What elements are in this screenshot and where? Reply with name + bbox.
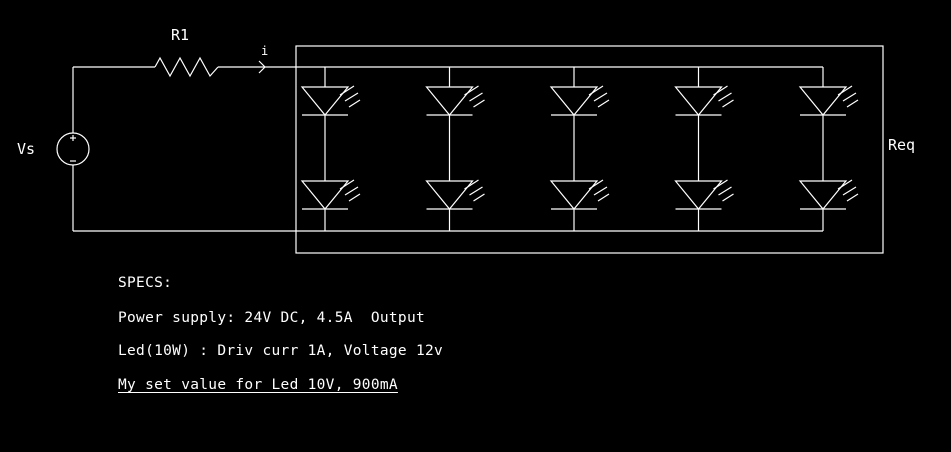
specs-power-supply: Power supply: 24V DC, 4.5A Output (118, 310, 426, 326)
led-diode-icon (300, 179, 361, 210)
current-arrow-icon (258, 60, 266, 74)
resistor-r1-symbol (154, 56, 219, 78)
led-diode-icon (425, 85, 485, 116)
voltage-source-symbol (56, 132, 90, 166)
specs-set-value: My set value for Led 10V, 900mA (118, 377, 398, 393)
req-boundary-box (295, 45, 884, 254)
voltage-source-label: Vs (17, 140, 35, 158)
resistor-r1-label: R1 (171, 26, 189, 44)
led-diode-icon (549, 179, 610, 210)
led-diode-icon (549, 85, 610, 116)
led-column (300, 67, 361, 231)
led-column (549, 67, 610, 231)
led-diode-icon (300, 85, 361, 116)
led-column (425, 67, 485, 231)
led-column (674, 67, 734, 231)
led-grid (300, 67, 859, 231)
led-diode-icon (798, 85, 859, 116)
led-diode-icon (425, 179, 485, 210)
req-label: Req (888, 136, 915, 154)
led-column (798, 67, 859, 231)
current-label: i (261, 44, 268, 58)
led-diode-icon (674, 179, 734, 210)
specs-heading: SPECS: (118, 275, 173, 291)
specs-led-rating: Led(10W) : Driv curr 1A, Voltage 12v (118, 343, 444, 359)
led-diode-icon (674, 85, 734, 116)
led-diode-icon (798, 179, 859, 210)
